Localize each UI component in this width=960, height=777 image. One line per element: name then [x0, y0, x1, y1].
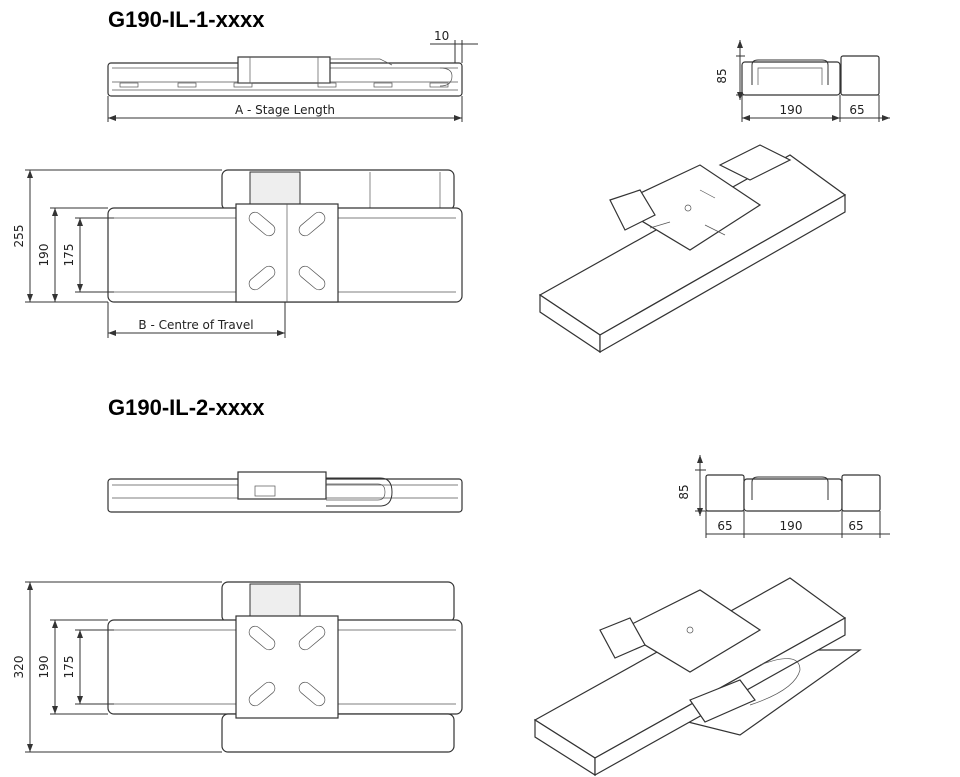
left-motor-dim-label: 65 [717, 519, 732, 533]
body-width-dim-label: 190 [37, 244, 51, 267]
body-width-dim-label-2: 190 [37, 656, 51, 679]
drawing-1-top-view [25, 169, 463, 338]
centre-of-travel-label: B - Centre of Travel [138, 318, 253, 332]
hole-spacing-dim-label-2: 175 [62, 656, 76, 679]
end-width-dim-label-2: 190 [780, 519, 803, 533]
drawing-1-title: G190-IL-1-xxxx [108, 7, 265, 32]
drawing-2-side-view [107, 471, 463, 513]
drawing-1-end-view [736, 40, 890, 122]
drawing-2-end-view [695, 455, 890, 538]
offset-dim-label: 10 [434, 29, 449, 43]
drawing-2-isometric-view [533, 577, 862, 777]
right-motor-dim-label: 65 [848, 519, 863, 533]
drawing-1-side-view [107, 40, 478, 122]
drawing-2-title: G190-IL-2-xxxx [108, 395, 265, 420]
drawing-2-top-view [25, 581, 463, 753]
end-width-dim-label: 190 [780, 103, 803, 117]
end-motor-dim-label: 65 [849, 103, 864, 117]
stage-length-label: A - Stage Length [235, 103, 335, 117]
hole-spacing-dim-label: 175 [62, 244, 76, 267]
end-height-dim-label: 85 [715, 68, 729, 83]
overall-width-dim-label-2: 320 [12, 656, 26, 679]
overall-width-dim-label: 255 [12, 225, 26, 248]
drawing-1-isometric-view [538, 144, 847, 354]
end-height-dim-label-2: 85 [677, 484, 691, 499]
